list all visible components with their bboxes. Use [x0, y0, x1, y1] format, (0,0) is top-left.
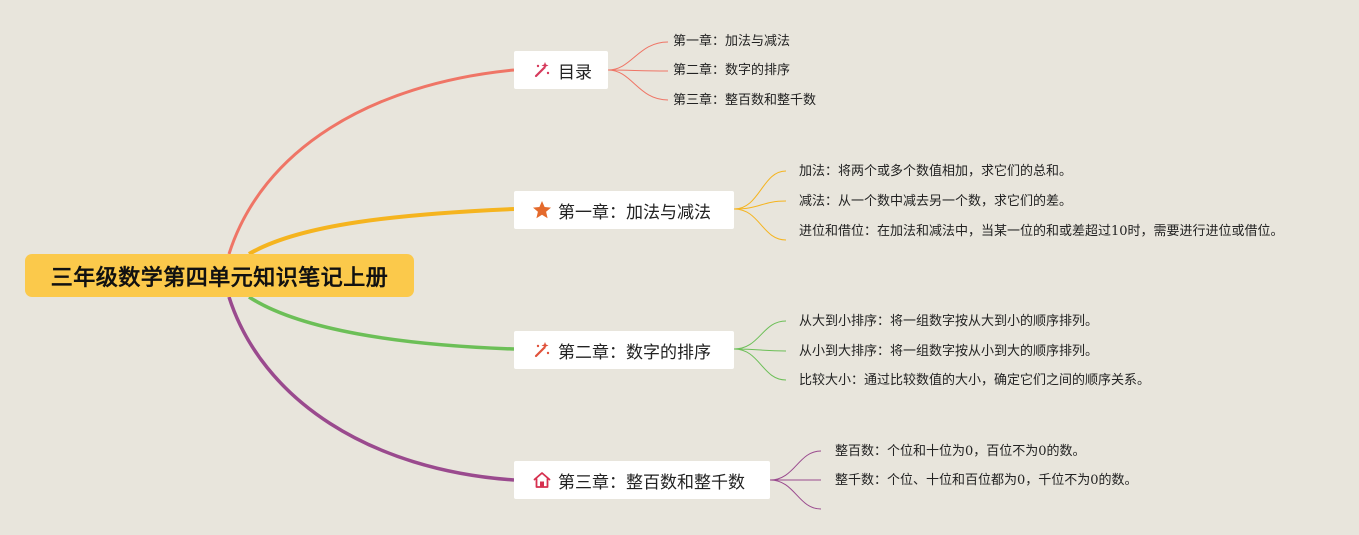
- chapter-1-leaf-3[interactable]: 进位和借位：在加法和减法中，当某一位的和或差超过10时，需要进行进位或借位。: [799, 224, 1284, 239]
- chapter-1-leaf-1[interactable]: 加法：将两个或多个数值相加，求它们的总和。: [799, 164, 1073, 179]
- branch-chapter-2[interactable]: 第二章：数字的排序: [514, 331, 734, 369]
- link-ch2-leaf-3: [733, 348, 787, 381]
- link-toc-leaf-2: [607, 69, 669, 72]
- chapter-2-leaf-2[interactable]: 从小到大排序：将一组数字按从小到大的顺序排列。: [799, 344, 1099, 359]
- chapter-3-leaf-1[interactable]: 整百数：个位和十位为0，百位不为0的数。: [835, 444, 1086, 459]
- branch-chapter-1[interactable]: 第一章：加法与减法: [514, 191, 734, 229]
- chapter-2-leaf-3[interactable]: 比较大小：通过比较数值的大小，确定它们之间的顺序关系。: [799, 373, 1151, 388]
- magic-wand-icon: [532, 60, 552, 80]
- house-icon: [532, 470, 552, 490]
- chapter-2-leaf-1[interactable]: 从大到小排序：将一组数字按从大到小的顺序排列。: [799, 314, 1099, 329]
- link-ch1-leaf-3: [733, 208, 787, 241]
- magic-wand-icon: [532, 340, 552, 360]
- chapter-3-leaf-2[interactable]: 整千数：个位、十位和百位都为0，千位不为0的数。: [835, 473, 1138, 488]
- branch-chapter-3[interactable]: 第三章：整百数和整千数: [514, 461, 770, 499]
- link-root-to-toc: [227, 68, 515, 255]
- branch-chapter-3-label: 第三章：整百数和整千数: [558, 472, 745, 493]
- branch-toc[interactable]: 目录: [514, 51, 608, 89]
- link-root-to-ch3: [227, 296, 515, 482]
- link-root-to-ch2: [248, 295, 515, 351]
- branch-toc-label: 目录: [558, 62, 592, 83]
- root-topic-label: 三年级数学第四单元知识笔记上册: [50, 265, 389, 291]
- link-toc-leaf-1: [607, 41, 669, 71]
- toc-leaf-2[interactable]: 第二章：数字的排序: [673, 63, 791, 78]
- link-ch1-leaf-1: [733, 170, 787, 210]
- toc-leaf-1[interactable]: 第一章：加法与减法: [673, 34, 791, 49]
- link-root-to-ch1: [247, 207, 515, 256]
- link-ch2-leaf-2: [733, 348, 787, 352]
- link-ch3-leaf-1: [769, 450, 822, 481]
- toc-leaf-3[interactable]: 第三章：整百数和整千数: [673, 93, 817, 108]
- star-icon: [532, 200, 552, 220]
- chapter-1-leaf-2[interactable]: 减法：从一个数中减去另一个数，求它们的差。: [799, 194, 1073, 209]
- link-ch2-leaf-1: [733, 320, 787, 350]
- branch-chapter-2-label: 第二章：数字的排序: [558, 342, 711, 363]
- link-ch3-leaf-3: [769, 479, 822, 510]
- branch-chapter-1-label: 第一章：加法与减法: [558, 202, 711, 223]
- link-ch1-leaf-2: [733, 200, 787, 210]
- root-topic[interactable]: 三年级数学第四单元知识笔记上册: [25, 254, 414, 297]
- link-toc-leaf-3: [607, 69, 669, 101]
